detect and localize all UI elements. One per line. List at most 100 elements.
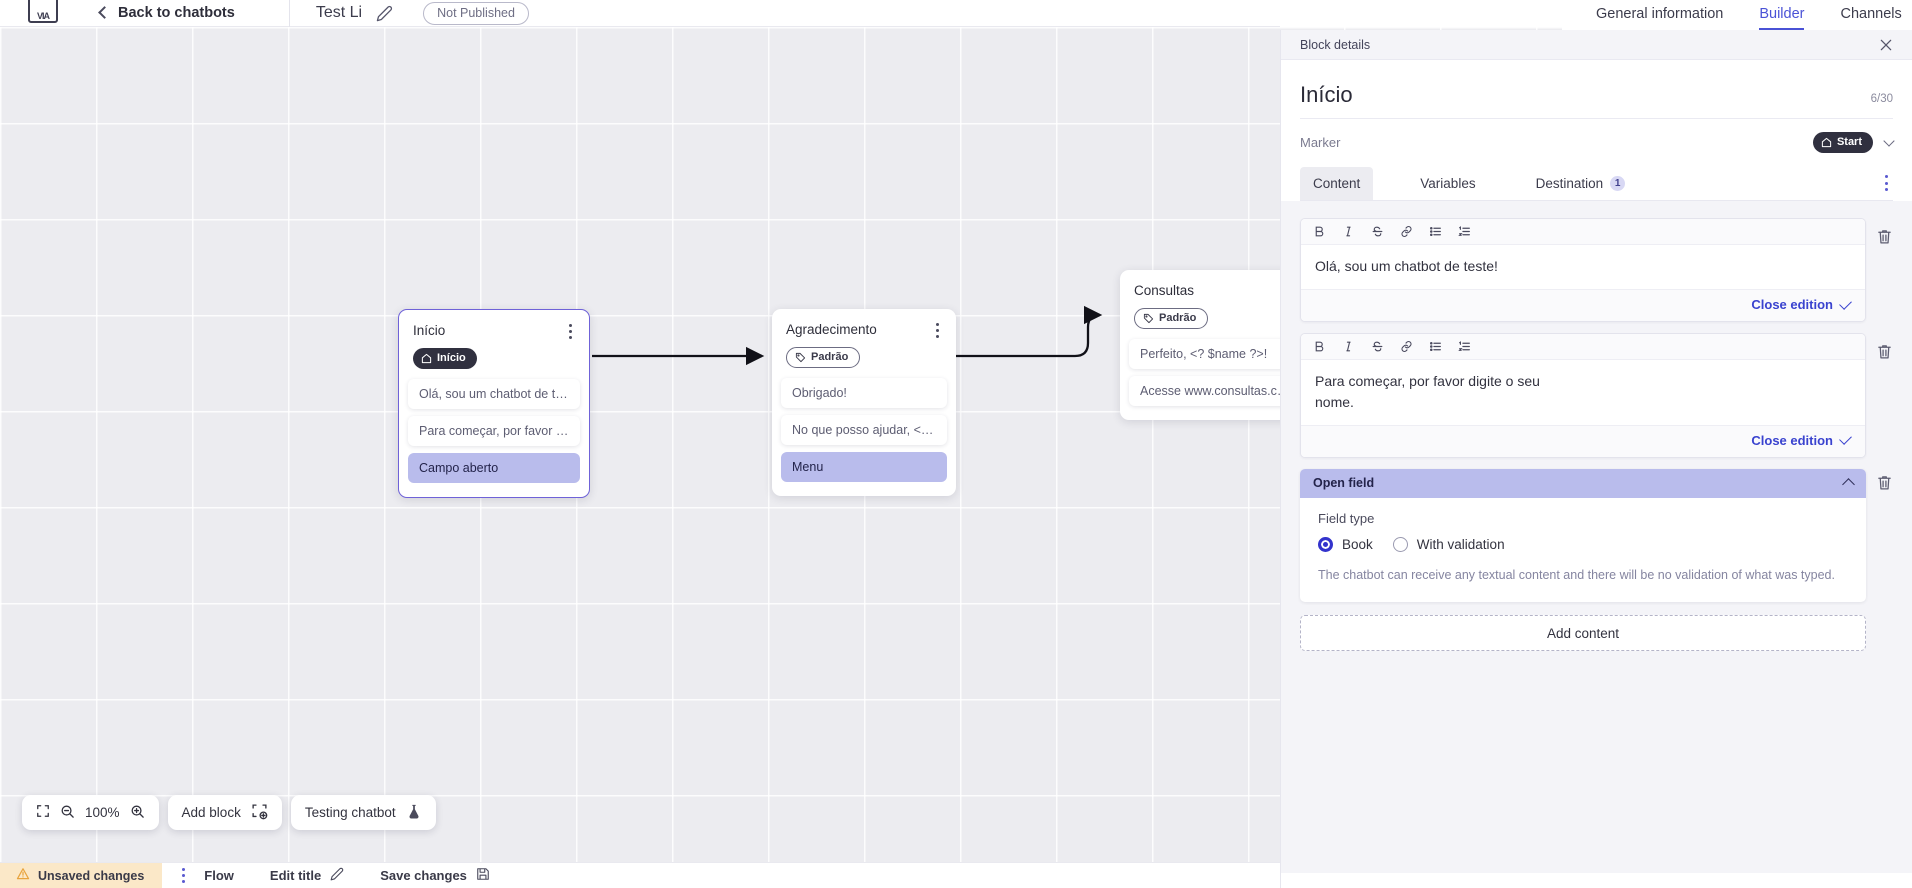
- bold-icon[interactable]: [1313, 225, 1326, 238]
- bullet-list-icon[interactable]: [1429, 225, 1442, 238]
- editor-text[interactable]: Olá, sou um chatbot de teste!: [1315, 258, 1498, 274]
- editor-text[interactable]: Para começar, por favor digite o seu nom…: [1315, 373, 1540, 410]
- content-block-text: Olá, sou um chatbot de teste! Close edit…: [1300, 218, 1893, 323]
- flow-node-consultas[interactable]: Consultas Padrão Perfeito, <? $name ?>! …: [1120, 270, 1310, 420]
- radio-book-label: Book: [1342, 536, 1373, 552]
- fit-screen-icon[interactable]: [36, 804, 50, 821]
- panel-tabs-more-icon[interactable]: [1879, 175, 1893, 191]
- panel-body: Início 6/30 Marker Start Content: [1281, 60, 1912, 888]
- node-header: Agradecimento Padrão: [772, 309, 956, 378]
- tab-destination-label: Destination: [1535, 176, 1604, 191]
- node-badge-padrao: Padrão: [1134, 308, 1209, 329]
- node-badge-label: Início: [437, 352, 466, 364]
- radio-book-dot: [1318, 536, 1333, 552]
- marker-row: Marker Start: [1300, 119, 1895, 167]
- home-icon: [1821, 137, 1832, 147]
- rich-text-editor[interactable]: Para começar, por favor digite o seu nom…: [1300, 333, 1866, 458]
- trash-icon[interactable]: [1876, 227, 1893, 246]
- open-field-body: Field type Book With validation: [1300, 498, 1866, 602]
- panel-title-row: Início 6/30: [1300, 60, 1893, 119]
- tab-variables[interactable]: Variables: [1407, 167, 1488, 200]
- italic-icon[interactable]: [1342, 340, 1355, 353]
- node-message-row[interactable]: Obrigado!: [781, 378, 947, 408]
- node-message-row[interactable]: Campo aberto: [408, 453, 580, 483]
- trash-icon[interactable]: [1876, 342, 1893, 361]
- chevron-up-icon[interactable]: [1842, 478, 1855, 492]
- node-message-row[interactable]: Olá, sou um chatbot de teste!: [408, 379, 580, 409]
- save-changes-label: Save changes: [380, 868, 467, 883]
- close-edition-button[interactable]: Close edition: [1751, 432, 1833, 448]
- node-menu-icon[interactable]: [563, 323, 577, 340]
- tag-icon: [795, 352, 806, 362]
- strikethrough-icon[interactable]: [1371, 225, 1384, 238]
- italic-icon[interactable]: [1342, 225, 1355, 238]
- flow-label: Flow: [204, 868, 234, 883]
- zoom-controls: 100%: [22, 795, 159, 830]
- close-icon[interactable]: [1878, 37, 1894, 53]
- tab-content[interactable]: Content: [1300, 167, 1374, 200]
- panel-title: Início: [1300, 82, 1353, 107]
- node-header: Consultas Padrão: [1120, 270, 1310, 339]
- rich-text-editor[interactable]: Olá, sou um chatbot de teste! Close edit…: [1300, 218, 1866, 323]
- node-message-row[interactable]: Perfeito, <? $name ?>!: [1129, 339, 1301, 369]
- tab-general-information[interactable]: General information: [1596, 6, 1724, 22]
- node-message-row[interactable]: Acesse www.consultas.com par...: [1129, 376, 1301, 406]
- add-content-button[interactable]: Add content: [1300, 615, 1866, 652]
- open-field-description: The chatbot can receive any textual cont…: [1318, 567, 1835, 582]
- warning-triangle-icon: [16, 867, 30, 884]
- viva-logo-icon[interactable]: VIA: [28, 0, 58, 23]
- save-changes-button[interactable]: Save changes: [380, 867, 490, 884]
- zoom-in-icon[interactable]: [130, 804, 145, 822]
- bullet-list-icon[interactable]: [1429, 340, 1442, 353]
- zoom-out-icon[interactable]: [60, 804, 75, 822]
- field-type-radio-group: Book With validation: [1318, 536, 1848, 552]
- add-block-button[interactable]: Add block: [167, 795, 282, 830]
- back-to-chatbots-link[interactable]: Back to chatbots: [98, 5, 235, 21]
- marker-value-label: Start: [1836, 136, 1862, 148]
- chatbot-title: Test Li: [315, 4, 363, 21]
- node-menu-icon[interactable]: [930, 322, 944, 339]
- editor-toolbar: [1301, 334, 1865, 361]
- numbered-list-icon[interactable]: [1458, 340, 1471, 353]
- flask-icon: [406, 803, 422, 823]
- panel-tabs: Content Variables Destination 1: [1300, 167, 1893, 201]
- chevron-down-icon[interactable]: [1883, 135, 1895, 147]
- marker-start-badge[interactable]: Start: [1812, 132, 1873, 153]
- radio-with-validation[interactable]: With validation: [1392, 536, 1505, 552]
- node-message-row[interactable]: Para começar, por favor digite o ...: [408, 416, 580, 446]
- tab-channels[interactable]: Channels: [1840, 6, 1902, 22]
- content-tab-panel: Olá, sou um chatbot de teste! Close edit…: [1281, 201, 1912, 873]
- edit-title-pencil-icon[interactable]: [376, 5, 393, 22]
- marker-label: Marker: [1300, 135, 1341, 150]
- publish-status-badge: Not Published: [423, 1, 529, 25]
- edit-title-button[interactable]: Edit title: [270, 867, 344, 884]
- content-block-text: Para começar, por favor digite o seu nom…: [1300, 333, 1893, 458]
- bold-icon[interactable]: [1313, 340, 1326, 353]
- flow-node-agradecimento[interactable]: Agradecimento Padrão Obrigado! No que po…: [772, 309, 956, 496]
- link-icon[interactable]: [1400, 225, 1413, 238]
- trash-icon[interactable]: [1876, 473, 1893, 492]
- radio-book[interactable]: Book: [1318, 536, 1373, 552]
- unsaved-changes-indicator: Unsaved changes: [0, 862, 163, 888]
- numbered-list-icon[interactable]: [1458, 225, 1471, 238]
- marker-value-group: Start: [1812, 132, 1895, 153]
- open-field-header[interactable]: Open field: [1300, 468, 1866, 498]
- node-message-row[interactable]: No que posso ajudar, <? $name ...: [781, 415, 947, 445]
- strikethrough-icon[interactable]: [1371, 340, 1384, 353]
- node-title: Consultas: [1134, 283, 1195, 298]
- flow-node-inicio[interactable]: Início Início Olá, sou um chatbot de tes…: [398, 309, 590, 498]
- tab-builder[interactable]: Builder: [1759, 6, 1805, 30]
- link-icon[interactable]: [1400, 340, 1413, 353]
- editor-footer: Close edition: [1301, 424, 1865, 457]
- node-message-row[interactable]: Menu: [781, 452, 947, 482]
- check-icon: [1839, 432, 1852, 446]
- add-block-icon: [251, 803, 268, 823]
- status-more-menu-icon[interactable]: [176, 868, 190, 883]
- testing-chatbot-button[interactable]: Testing chatbot: [290, 795, 436, 830]
- tab-destination[interactable]: Destination 1: [1523, 167, 1639, 200]
- testing-chatbot-label: Testing chatbot: [304, 805, 396, 820]
- flow-button[interactable]: Flow: [204, 868, 234, 883]
- unsaved-changes-label: Unsaved changes: [38, 868, 145, 883]
- node-badge-label: Padrão: [1159, 312, 1197, 324]
- close-edition-button[interactable]: Close edition: [1751, 297, 1833, 313]
